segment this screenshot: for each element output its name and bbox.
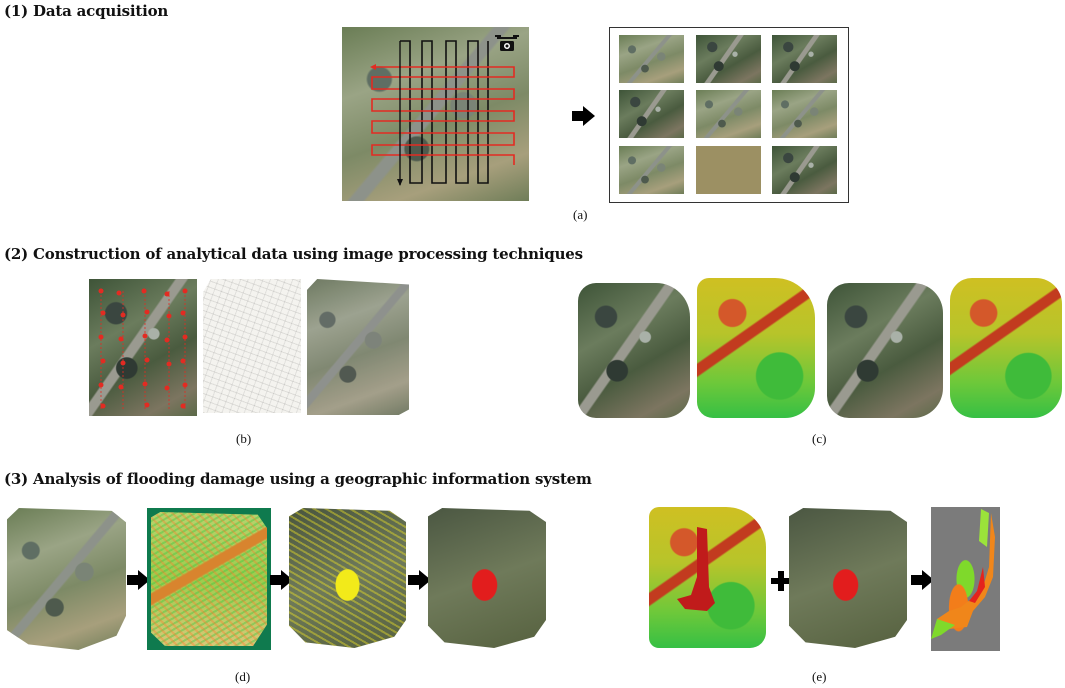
section-heading-flood-analysis: (3) Analysis of flooding damage using a … (4, 470, 592, 488)
captured-image (772, 146, 837, 194)
elevation-model-image-1 (697, 278, 815, 418)
captured-image (772, 90, 837, 138)
captured-image (696, 90, 761, 138)
elevation-model-image-2 (950, 278, 1062, 418)
flood-orthomosaic-image (7, 508, 126, 650)
captured-image (619, 35, 684, 83)
flooded-area-red-image-2 (789, 508, 907, 648)
captured-image (619, 90, 684, 138)
section-heading-data-acquisition: (1) Data acquisition (4, 2, 169, 20)
captured-image (696, 146, 761, 194)
classification-frame (147, 508, 271, 650)
caption-d: (d) (235, 669, 251, 684)
captured-image (696, 35, 761, 83)
caption-a: (a) (573, 207, 588, 222)
flood-elevation-model-image (649, 507, 766, 648)
grid-flight-path (400, 40, 489, 184)
flight-plan-aerial-image (342, 27, 529, 201)
flooded-area-yellow-image (289, 508, 406, 648)
land-classification-image (151, 512, 267, 646)
captured-image (619, 146, 684, 194)
orthomosaic-image-2 (827, 283, 943, 418)
captured-images-frame (609, 27, 849, 203)
red-flight-path (371, 66, 515, 165)
dense-point-cloud-image (307, 279, 409, 415)
sparse-point-cloud-image (203, 279, 301, 413)
captured-image (772, 35, 837, 83)
flooded-area-red-image (428, 508, 546, 648)
caption-b: (b) (236, 431, 252, 446)
caption-c: (c) (812, 431, 827, 446)
flood-extent-overlay (677, 527, 715, 611)
flight-path-overlay (370, 40, 515, 186)
camera-positions-image (89, 279, 197, 416)
caption-e: (e) (812, 669, 827, 684)
drone-camera-icon (495, 35, 519, 53)
flood-depth-map-image (931, 507, 1000, 651)
camera-position-markers (98, 288, 188, 409)
flood-depth-overlay (931, 509, 995, 639)
orthomosaic-image-1 (578, 283, 690, 418)
section-heading-analytical-data: (2) Construction of analytical data usin… (4, 245, 583, 263)
